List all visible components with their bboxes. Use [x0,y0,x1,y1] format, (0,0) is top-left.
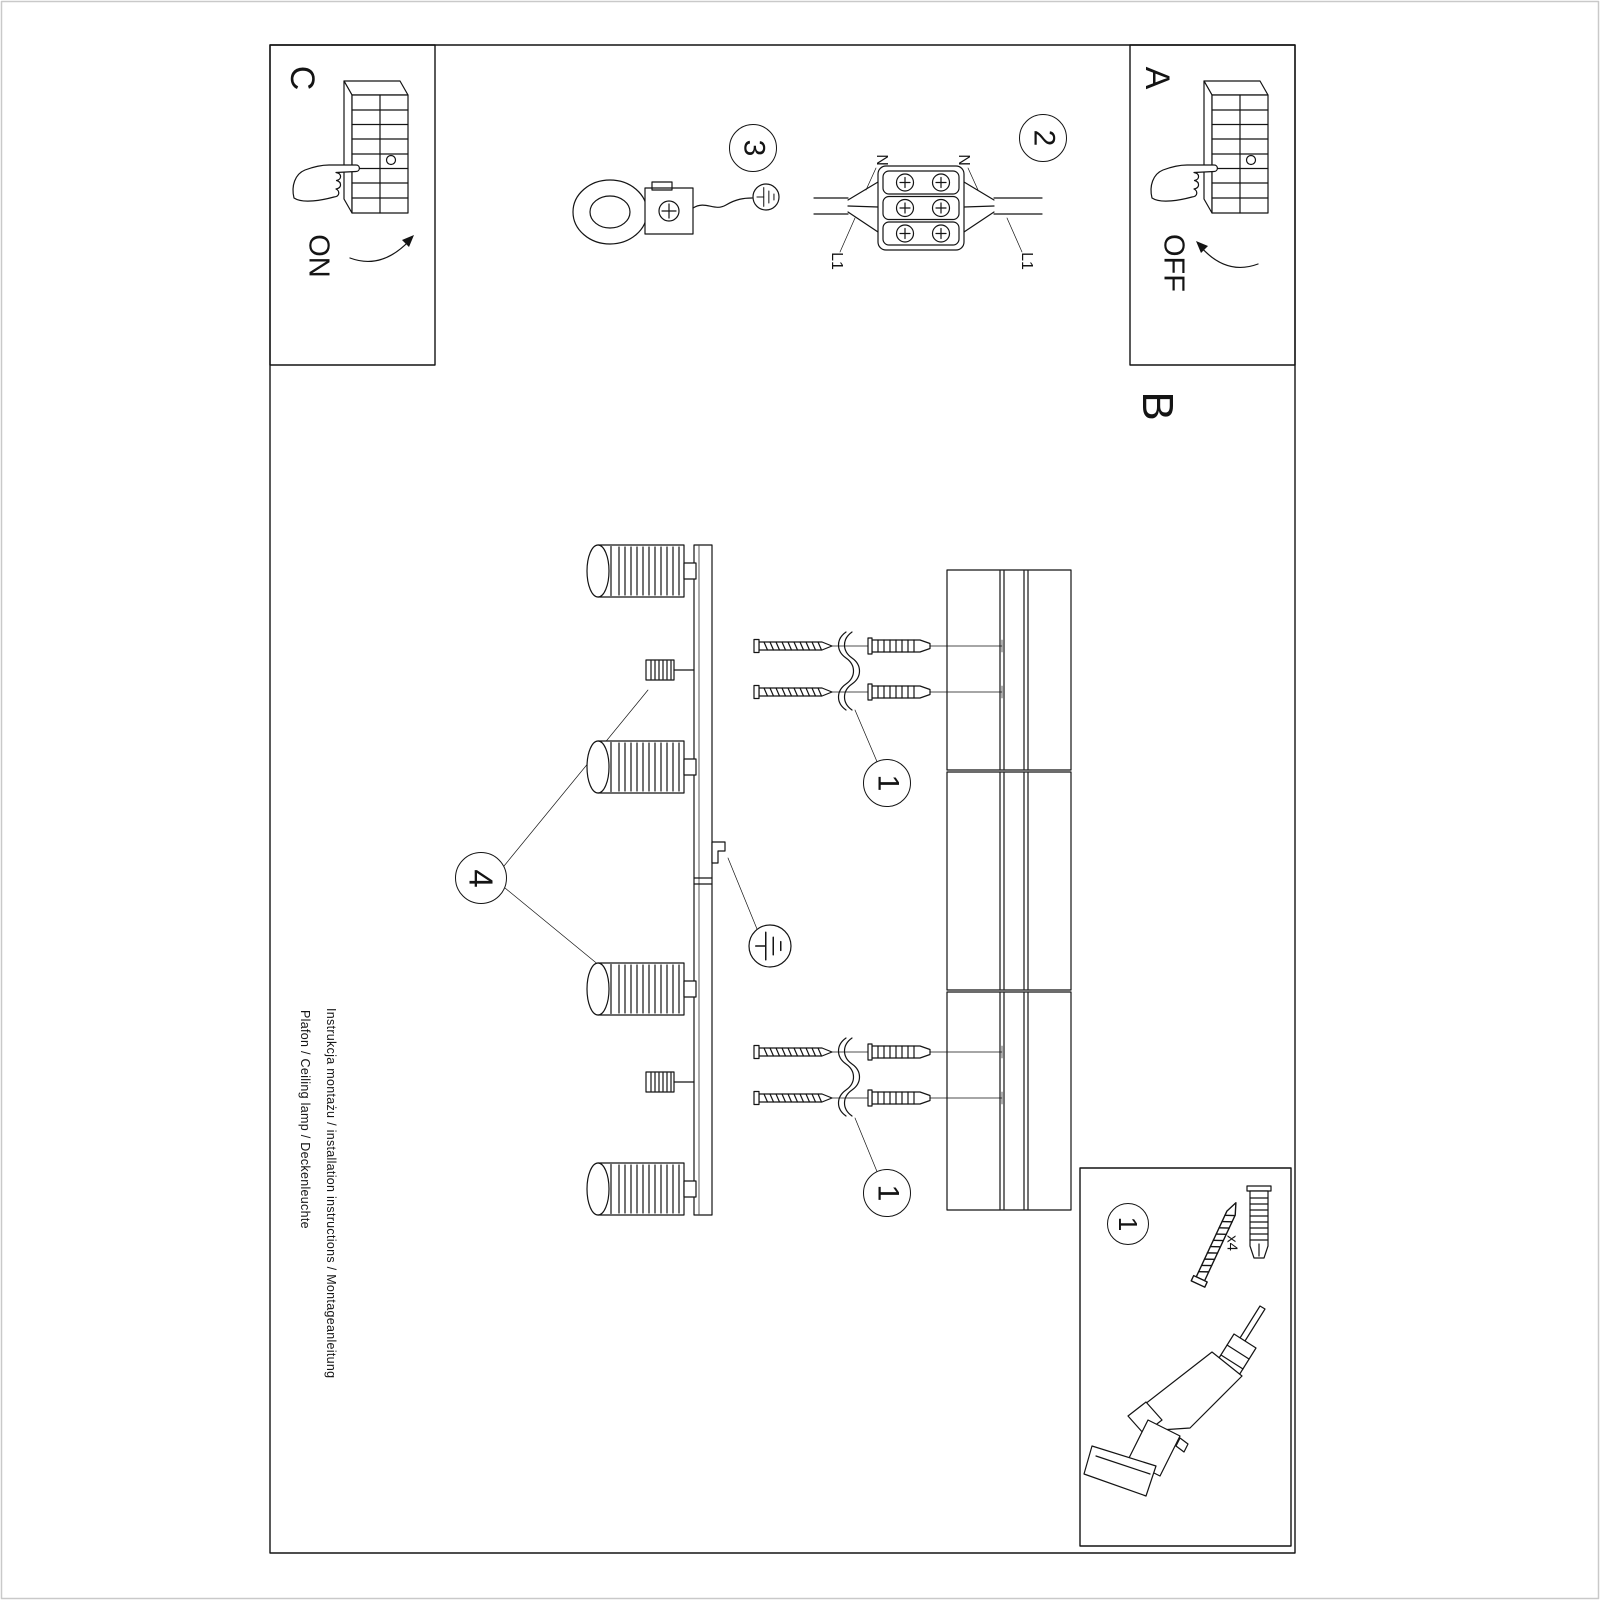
step-number: 2 [1027,129,1060,147]
section-label-c: C [283,65,321,91]
parts-box [1079,1167,1292,1547]
wire-label-n-right: N [955,154,972,166]
section-box-c [269,44,436,366]
ceiling-panels [946,569,1072,1211]
wall-plug-icon [867,1089,931,1107]
section-label-b: B [1133,391,1182,421]
step-number: 1 [871,774,904,792]
mounting-bar [693,544,726,1216]
footer-product-line: Plafon / Ceiling lamp / Deckenleuchte [298,1010,312,1229]
switch-on-label: ON [302,234,335,278]
terminal-block-drawing [813,165,1043,253]
light-switch-icon [1203,80,1269,214]
step-number: 1 [1113,1216,1143,1232]
cable-hook [711,841,726,864]
step-badge-1-upper: 1 [863,759,911,807]
ground-symbol-small-icon [752,183,780,211]
earth-wire [692,197,753,209]
step-badge-2: 2 [1019,114,1067,162]
strain-relief-drawing [572,179,780,245]
step-badge-1-lower: 1 [863,1169,911,1217]
switch-off-drawing [1150,80,1269,268]
spotlight-3 [586,962,697,1016]
spotlight-2 [586,740,697,794]
step-number: 3 [737,139,770,157]
wire-label-n-left: N [873,154,890,166]
parts-drawing [1083,1185,1272,1497]
wire-label-l1-right: L1 [1018,252,1035,270]
ground-symbol-icon [748,924,792,968]
parts-step-badge: 1 [1107,1203,1149,1245]
step-number: 1 [871,1184,904,1202]
drill-icon [1083,1305,1266,1497]
terminal-block [877,165,965,251]
footer-title-line: Instrukcja montażu / installation instru… [324,1008,338,1379]
screw-icon [753,684,833,700]
step-number: 4 [462,868,500,888]
switch-on-drawing [292,80,414,262]
spotlight-4 [586,1162,697,1216]
quantity-label: x4 [1223,1235,1241,1251]
rotate-arrow-icon [1199,245,1259,268]
screw-icon [753,638,833,654]
screw-icon [753,1044,833,1060]
wall-plug-icon [867,1043,931,1061]
switch-off-label: OFF [1157,234,1190,292]
section-box-a [1129,44,1296,366]
wall-plug-icon [867,683,931,701]
step-badge-3: 3 [729,124,777,172]
step-badge-4: 4 [455,852,507,904]
wall-plug-icon [867,637,931,655]
wire-label-l1-left: L1 [828,252,845,270]
screw-icon [753,1090,833,1106]
spotlight-1 [586,544,697,598]
light-switch-icon [343,80,409,214]
rotate-arrow-icon [349,239,411,262]
lamp-assembly-drawing [503,544,1072,1216]
wall-plug-icon [1246,1185,1272,1259]
section-label-a: A [1138,66,1176,90]
